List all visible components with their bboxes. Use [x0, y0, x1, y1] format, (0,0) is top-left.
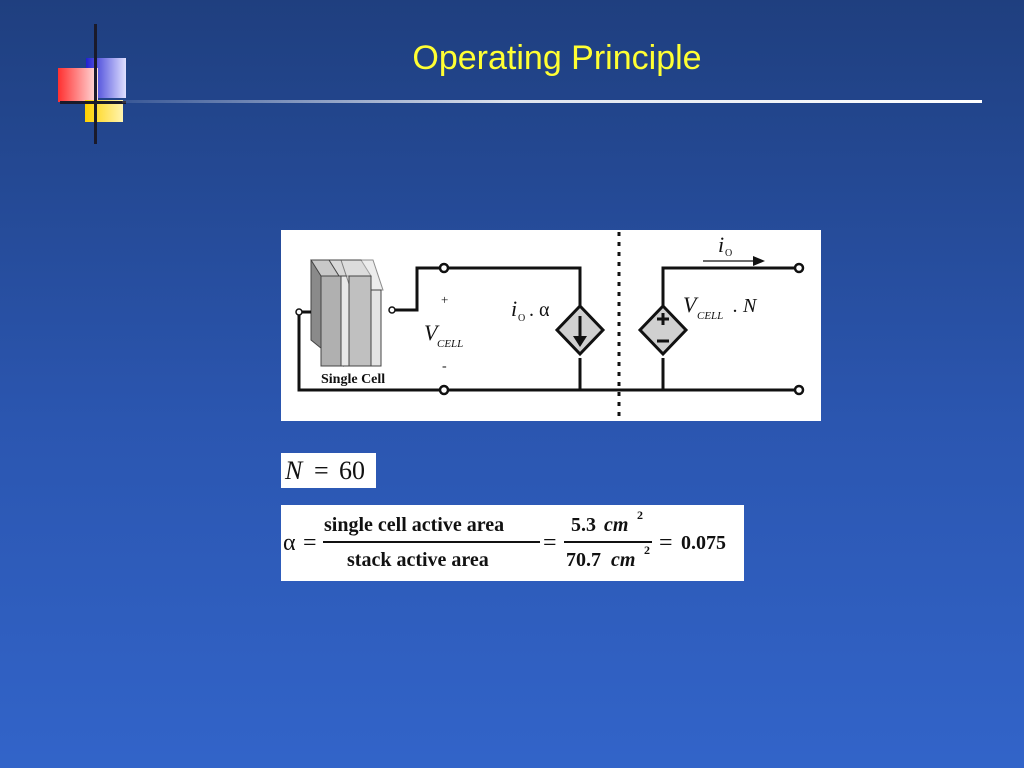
- area-num-exp: 2: [637, 508, 643, 522]
- single-cell-block: [310, 259, 384, 368]
- n-symbol: N: [284, 456, 304, 485]
- vcell-minus-sign: -: [442, 359, 447, 374]
- current-source-alpha: . α: [529, 299, 550, 321]
- output-terminal-bottom: [793, 384, 805, 396]
- input-terminal-bottom: [438, 384, 450, 396]
- dependent-voltage-source: [637, 303, 689, 357]
- vcell-plus-sign: +: [441, 292, 448, 307]
- alpha-denominator: stack active area: [347, 549, 489, 571]
- cell-terminal-plus: [388, 306, 396, 314]
- area-den-exp: 2: [644, 543, 650, 557]
- n-equation: N = 60: [281, 453, 376, 488]
- current-source-i: i: [511, 296, 517, 321]
- alpha-numerator: single cell active area: [324, 514, 504, 536]
- dependent-current-source: [554, 303, 606, 357]
- alpha-result: 0.075: [681, 532, 726, 554]
- alpha-symbol: α: [283, 530, 296, 556]
- current-source-sub: O: [518, 313, 525, 324]
- voltage-source-sub: CELL: [697, 310, 723, 322]
- alpha-equals-2: =: [543, 530, 557, 556]
- slide-title: Operating Principle: [412, 39, 702, 77]
- voltage-source-v: V: [683, 292, 699, 317]
- area-num-value: 5.3: [571, 514, 596, 536]
- output-current-sub: O: [725, 248, 732, 259]
- vcell-subscript: CELL: [437, 338, 463, 350]
- input-terminal-top: [438, 262, 450, 274]
- n-equals: =: [314, 456, 329, 485]
- voltage-source-n: . N: [733, 295, 758, 317]
- circuit-diagram: Single Cell + - V CELL i O . α: [281, 230, 821, 421]
- vcell-label: V: [424, 320, 440, 345]
- title-underline: [122, 100, 982, 103]
- area-den-unit: cm: [611, 549, 635, 571]
- alpha-equals-3: =: [659, 530, 673, 556]
- slide-logo-decoration: [58, 24, 126, 144]
- area-num-unit: cm: [604, 514, 628, 536]
- output-current-i: i: [718, 232, 724, 257]
- alpha-equation: α = single cell active area stack active…: [281, 505, 744, 581]
- n-value: 60: [339, 456, 365, 485]
- cell-terminal-minus: [295, 308, 303, 316]
- alpha-equals-1: =: [303, 530, 317, 556]
- output-terminal-top: [793, 262, 805, 274]
- single-cell-label: Single Cell: [321, 372, 385, 387]
- area-den-value: 70.7: [566, 549, 601, 571]
